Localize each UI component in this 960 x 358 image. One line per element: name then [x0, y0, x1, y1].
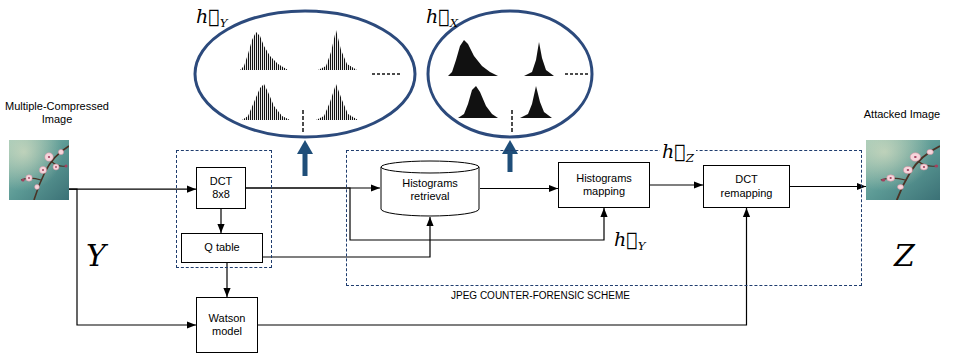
histogram	[458, 86, 498, 118]
node-label: DCT remapping	[708, 173, 785, 199]
ellipse-border	[195, 11, 415, 137]
image-frame	[9, 140, 69, 200]
histogram	[242, 84, 290, 120]
process-box: DCT 8x8	[196, 167, 246, 209]
text-slot: h⃗Y	[196, 5, 227, 28]
ellipsis-dash	[565, 73, 588, 75]
text-slot: Attacked Image	[850, 108, 954, 121]
histogram	[524, 42, 554, 76]
cylinder-top	[381, 161, 479, 173]
vector-symbol: h⃗	[662, 140, 686, 162]
histogram	[448, 40, 498, 76]
node-label: Y	[86, 238, 106, 274]
process-box: Q table	[181, 233, 263, 263]
ellipsis-dash	[372, 73, 400, 75]
text-slot: Y	[86, 238, 106, 274]
histogram	[316, 84, 358, 120]
ellipsis-dash	[511, 110, 513, 132]
histogram	[520, 86, 552, 118]
image-frame	[866, 140, 940, 200]
vector-symbol: h⃗	[196, 5, 220, 27]
input-image	[9, 140, 69, 200]
blue-up-arrows	[297, 140, 518, 176]
quantized-histograms	[240, 30, 400, 134]
flow-arrow	[258, 208, 747, 325]
node-label: DCT 8x8	[201, 175, 241, 201]
node-label: h⃗Y	[196, 5, 227, 28]
image-panel: Attacked ImageZ	[850, 100, 954, 280]
edge-label: h⃗Y	[612, 228, 647, 251]
text-slot: Multiple-Compressed Image	[3, 100, 111, 126]
arrow-head	[502, 140, 518, 154]
ellipsis-dash	[302, 110, 304, 134]
subscript: Y	[220, 16, 228, 30]
histogram	[240, 32, 288, 70]
node-label: Multiple-Compressed Image	[3, 100, 111, 126]
vector-symbol: h⃗	[614, 228, 638, 250]
arrow-shaft	[508, 152, 513, 172]
text-slot: Z	[894, 238, 915, 274]
edge-label: h⃗Z	[660, 140, 696, 163]
output-image	[866, 140, 940, 200]
node-label: JPEG COUNTER-FORENSIC SCHEME	[451, 290, 630, 302]
subscript: X	[450, 16, 458, 30]
histogram-ellipse: h⃗X	[426, 3, 594, 138]
text-slot: h⃗Y	[612, 228, 647, 251]
node-label: Histograms mapping	[563, 172, 645, 198]
cylinder-body	[381, 167, 479, 216]
process-box: Histograms mapping	[558, 162, 650, 208]
arrow-head	[297, 140, 313, 154]
process-box: DCT remapping	[703, 165, 790, 208]
histogram	[318, 30, 357, 70]
flow-arrow	[650, 184, 703, 185]
flow-arrow	[480, 188, 558, 189]
process-box: Watson model	[196, 297, 258, 353]
flow-arrow	[226, 263, 227, 297]
flow-arrow	[790, 186, 866, 187]
text-slot: h⃗X	[426, 5, 458, 28]
histogram-ellipse: h⃗Y	[193, 3, 417, 138]
ellipse-border	[428, 11, 592, 137]
subscript: Y	[638, 239, 646, 253]
node-label: Histograms retrieval	[384, 177, 476, 203]
node-label: Q table	[204, 241, 239, 254]
text-slot: JPEG COUNTER-FORENSIC SCHEME	[451, 290, 630, 302]
node-label: Z	[894, 238, 915, 274]
flow-arrow	[220, 209, 221, 233]
node-label: Watson model	[201, 312, 253, 338]
node-label: h⃗X	[426, 5, 458, 28]
arrow-shaft	[303, 152, 308, 176]
group-box: JPEG COUNTER-FORENSIC SCHEMEHistograms r…	[346, 150, 862, 286]
subscript: Z	[686, 151, 694, 165]
vector-symbol: h⃗	[426, 5, 450, 27]
image-panel: Multiple-Compressed ImageY	[3, 100, 111, 280]
database-cylinder: Histograms retrieval	[380, 160, 480, 217]
group-box: DCT 8x8 Q table	[176, 150, 272, 268]
text-slot: h⃗Z	[660, 140, 696, 163]
node-label: Attacked Image	[850, 108, 954, 121]
